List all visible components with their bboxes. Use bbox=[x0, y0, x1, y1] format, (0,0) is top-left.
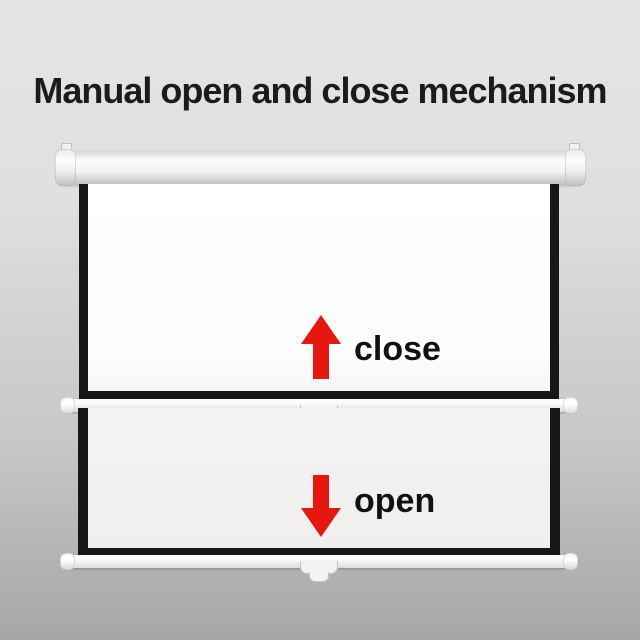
arrow-down-icon bbox=[301, 475, 341, 537]
screen-roller-housing bbox=[55, 143, 586, 186]
slat1-endcap-right bbox=[563, 397, 578, 414]
slat2-endcap-right bbox=[563, 553, 578, 570]
pull-handle-2-grip bbox=[309, 572, 329, 582]
close-label: close bbox=[354, 330, 441, 368]
arrow-up-shape bbox=[301, 315, 341, 379]
slat2-endcap-left bbox=[60, 553, 75, 570]
housing-endcap-left bbox=[55, 149, 76, 186]
arrow-down-shape bbox=[301, 475, 341, 537]
page-title: Manual open and close mechanism bbox=[33, 70, 607, 111]
housing-endcap-right bbox=[565, 149, 586, 186]
arrow-up-icon bbox=[301, 315, 341, 379]
open-label: open bbox=[354, 482, 436, 520]
pull-handle-2 bbox=[300, 561, 338, 585]
slat1-endcap-left bbox=[60, 397, 75, 414]
